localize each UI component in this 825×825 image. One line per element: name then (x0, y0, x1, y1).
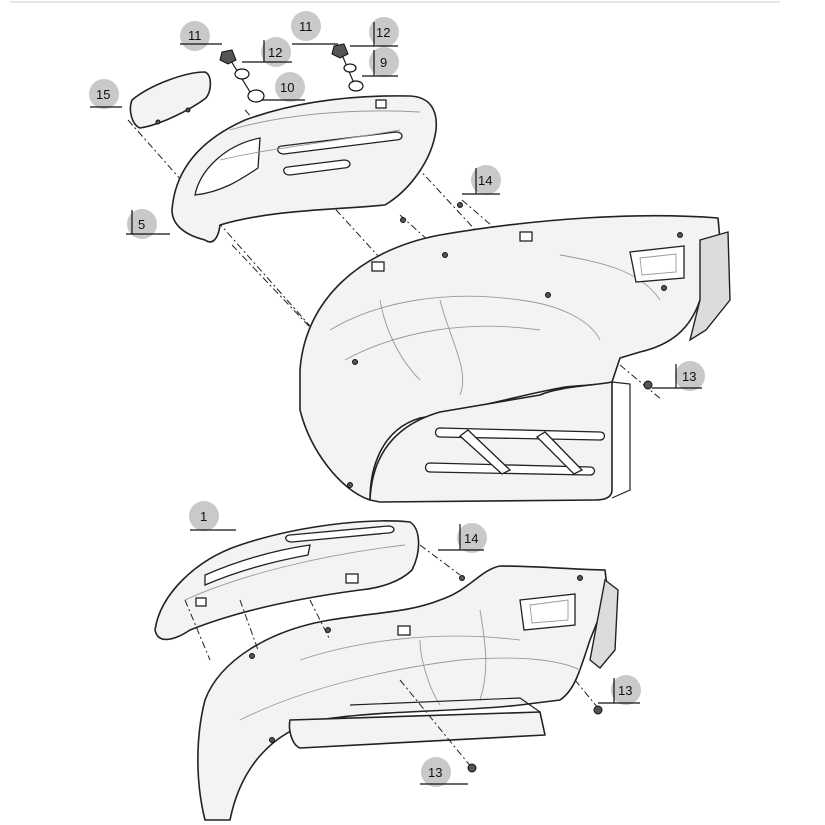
callout-label: 13 (428, 765, 442, 780)
callout-label: 12 (376, 25, 390, 40)
callout-label: 9 (380, 55, 387, 70)
lower-floor-plate (288, 697, 546, 749)
callout-15: 15 (89, 79, 122, 109)
lower-assembly-lines (184, 544, 599, 769)
callout-label: 11 (188, 28, 202, 43)
callout-label: 13 (618, 683, 632, 698)
callout-label: 1 (200, 509, 207, 524)
upper-nut-13 (643, 380, 653, 390)
lower-nuts-13 (467, 705, 603, 773)
callout-13-c: 13 (420, 757, 468, 787)
upper-hardware (219, 43, 364, 103)
callout-5: 5 (126, 209, 170, 239)
callout-label: 14 (464, 531, 478, 546)
callout-13-a: 13 (652, 361, 705, 391)
callout-label: 10 (280, 80, 294, 95)
callout-10: 10 (262, 72, 305, 102)
callout-12-b: 12 (350, 17, 399, 47)
callout-12-a: 12 (242, 37, 292, 67)
callout-label: 13 (682, 369, 696, 384)
callout-label: 12 (268, 45, 282, 60)
callout-14-b: 14 (438, 523, 487, 553)
callout-label: 14 (478, 173, 492, 188)
callout-label: 15 (96, 87, 110, 102)
small-cover-panel (129, 71, 212, 129)
lower-dash-panel (154, 520, 420, 641)
upper-fender-body (299, 214, 731, 501)
callout-11-b: 11 (291, 11, 338, 45)
upper-dash-panel (171, 95, 463, 243)
callout-1: 1 (189, 501, 236, 531)
callout-13-b: 13 (598, 675, 641, 705)
callout-label: 11 (299, 19, 313, 34)
lower-fender-body (197, 565, 619, 821)
upper-floor-plate (369, 381, 631, 503)
callout-14-a: 14 (462, 165, 501, 195)
callout-9: 9 (362, 47, 399, 77)
callout-11-a: 11 (180, 21, 222, 51)
callout-label: 5 (138, 217, 145, 232)
